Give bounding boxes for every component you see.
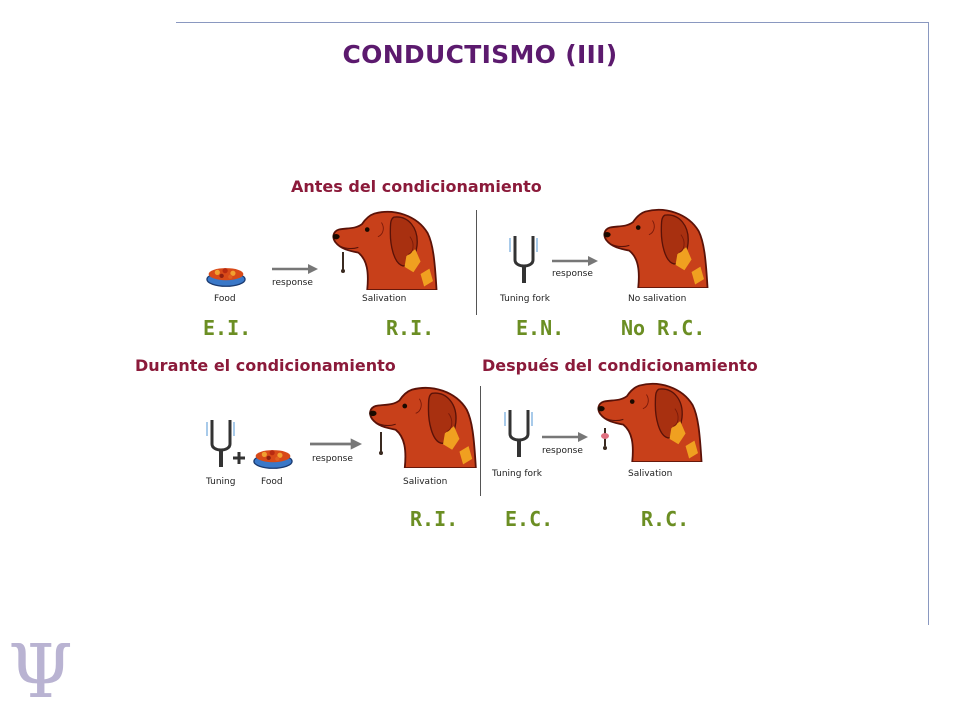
tuning-fork-icon — [206, 418, 236, 468]
divider-line — [480, 386, 481, 496]
dog-salivating-icon — [331, 210, 438, 290]
slide-title: CONDUCTISMO (III) — [342, 40, 618, 69]
label-ri: R.I. — [410, 507, 459, 531]
arrow-icon — [310, 438, 362, 450]
heading-before: Antes del condicionamiento — [291, 177, 542, 196]
arrow-label: response — [312, 454, 353, 464]
caption-tuning-fork: Tuning fork — [500, 294, 550, 304]
tuning-fork-icon — [509, 234, 539, 284]
caption-food: Food — [214, 294, 236, 304]
dog-icon — [602, 208, 709, 288]
plus-icon — [233, 452, 245, 464]
label-no-rc: No R.C. — [621, 316, 706, 340]
tuning-fork-icon — [504, 408, 534, 458]
caption-salivation: Salivation — [403, 477, 448, 487]
arrow-label: response — [542, 446, 583, 456]
heading-during: Durante el condicionamiento — [135, 356, 396, 375]
arrow-label: response — [552, 269, 593, 279]
label-ri: R.I. — [386, 316, 435, 340]
caption-tuning-fork: Tuning fork — [492, 469, 542, 479]
label-rc: R.C. — [641, 507, 690, 531]
drool-icon — [341, 252, 345, 273]
caption-tuning: Tuning — [206, 477, 236, 487]
arrow-label: response — [272, 278, 313, 288]
caption-salivation: Salivation — [362, 294, 407, 304]
label-ei: E.I. — [203, 316, 252, 340]
drool-icon — [601, 428, 609, 450]
psi-logo-icon: Ψ — [8, 629, 73, 715]
food-bowl-icon — [206, 267, 246, 287]
food-bowl-icon — [253, 449, 293, 469]
frame-top-line — [176, 22, 929, 23]
arrow-icon — [542, 432, 588, 442]
arrow-icon — [272, 264, 318, 274]
frame-right-line — [928, 22, 929, 625]
label-ec: E.C. — [505, 507, 554, 531]
label-en: E.N. — [516, 316, 565, 340]
heading-after: Después del condicionamiento — [482, 356, 758, 375]
drool-icon — [379, 432, 383, 455]
divider-line — [476, 210, 477, 315]
caption-salivation: Salivation — [628, 469, 673, 479]
arrow-icon — [552, 256, 598, 266]
caption-food: Food — [261, 477, 283, 487]
caption-no-salivation: No salivation — [628, 294, 687, 304]
